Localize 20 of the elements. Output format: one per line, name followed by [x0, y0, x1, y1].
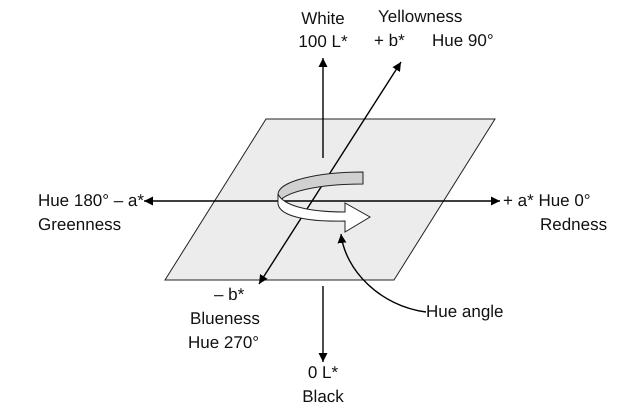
axis-label: Yellowness: [378, 6, 462, 27]
axis-label: Redness: [540, 214, 608, 235]
axis-label: White: [300, 8, 346, 29]
axis-arrow: [318, 58, 328, 158]
axis-label: Hue 270°: [188, 332, 260, 353]
axis-arrow: [258, 62, 402, 284]
axis-label: 0 L*: [306, 362, 340, 383]
axis-arrow: [318, 286, 328, 362]
axis-label: Greenness: [38, 214, 122, 235]
axis-arrow: [144, 196, 500, 206]
leader-line: [338, 234, 426, 313]
axis-label: 100 L*: [297, 31, 349, 52]
axis-label: Blueness: [190, 308, 260, 329]
axis-label: + b*: [374, 30, 405, 51]
callout-label: Hue angle: [426, 301, 512, 323]
axis-label: + a* Hue 0°: [503, 190, 591, 211]
axis-label: – b*: [214, 284, 244, 305]
axis-label: Hue 180° – a*: [38, 190, 144, 211]
axis-label: Hue 90°: [432, 30, 494, 51]
axis-label: Black: [301, 386, 345, 407]
